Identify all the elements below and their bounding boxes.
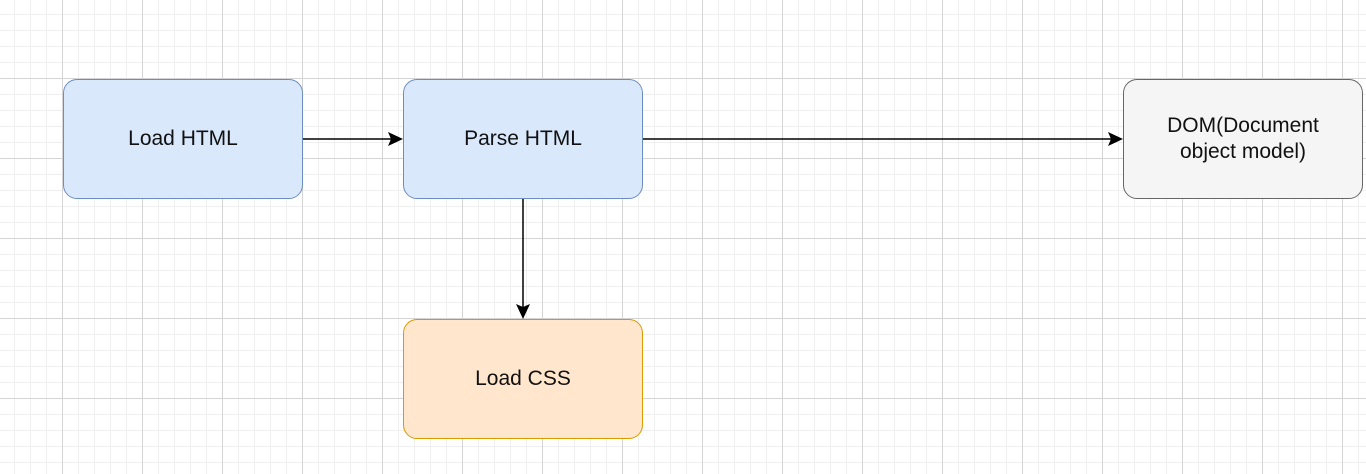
edge-parse-html-to-load-css[interactable] — [516, 199, 530, 319]
node-load-css-label: Load CSS — [475, 366, 571, 390]
node-parse-html[interactable]: Parse HTML — [403, 79, 643, 199]
edge-parse-html-to-dom[interactable] — [643, 132, 1123, 146]
node-parse-html-label: Parse HTML — [464, 126, 582, 150]
node-dom-label: DOM(Document object model) — [1167, 113, 1319, 163]
node-dom[interactable]: DOM(Document object model) — [1123, 79, 1363, 199]
arrowhead-icon — [516, 304, 530, 319]
node-load-css[interactable]: Load CSS — [403, 319, 643, 439]
node-load-html[interactable]: Load HTML — [63, 79, 303, 199]
node-load-html-label: Load HTML — [128, 126, 238, 150]
arrowhead-icon — [1108, 132, 1123, 146]
arrowhead-icon — [388, 132, 403, 146]
edge-load-html-to-parse-html[interactable] — [303, 132, 403, 146]
